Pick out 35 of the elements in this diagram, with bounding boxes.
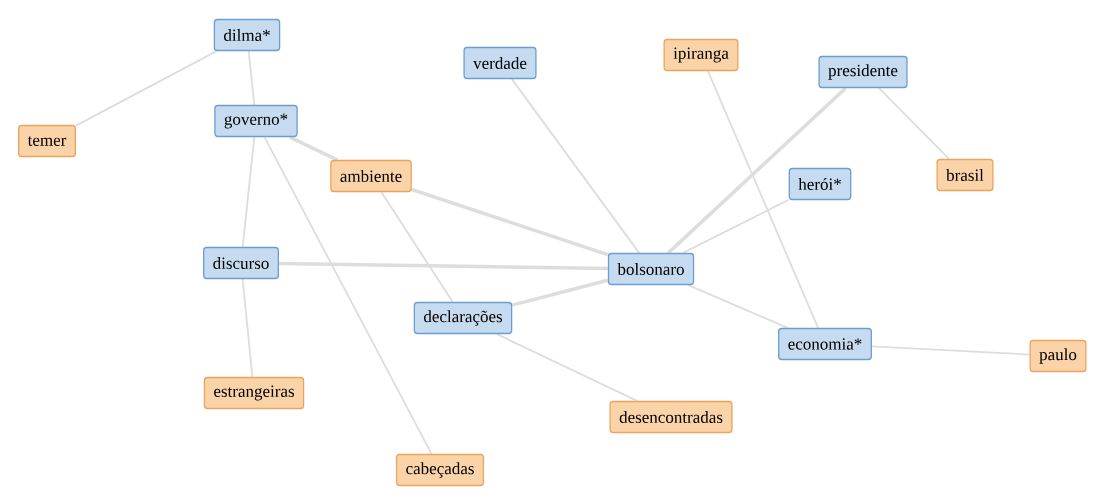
word-box: declarações (413, 301, 513, 335)
word-box: estrangeiras (203, 376, 305, 410)
connector-line (247, 50, 256, 106)
word-box: economia* (778, 327, 872, 361)
word-box: ambiente (330, 159, 412, 193)
connector-line (682, 198, 790, 254)
connector-line (511, 278, 609, 307)
word-box: cabeçadas (395, 453, 485, 487)
word-box: ipiranga (663, 38, 739, 72)
word-box: brasil (936, 158, 994, 192)
connector-line (871, 345, 1031, 356)
connector-line (278, 261, 608, 271)
word-box: dilma* (213, 18, 281, 52)
word-box: temer (18, 124, 76, 158)
connector-line (707, 70, 819, 329)
word-box: verdade (463, 46, 537, 80)
word-box: governo* (214, 104, 298, 138)
connector-line (75, 50, 218, 127)
connector-line (667, 86, 847, 255)
connector-line (241, 136, 256, 248)
connector-line (241, 278, 254, 378)
connector-line (263, 136, 433, 455)
connector-line (878, 87, 950, 160)
connector-line (687, 284, 789, 329)
word-box: paulo (1029, 339, 1087, 373)
word-box: discurso (203, 246, 279, 280)
connector-line (496, 333, 639, 402)
connector-line (380, 191, 454, 303)
word-box: presidente (818, 55, 908, 89)
word-box: desencontradas (609, 400, 733, 434)
word-box: bolsonaro (607, 252, 695, 286)
connector-line (289, 135, 338, 162)
connector-line (411, 187, 609, 257)
connector-line (510, 78, 641, 254)
word-box: herói* (788, 167, 852, 201)
